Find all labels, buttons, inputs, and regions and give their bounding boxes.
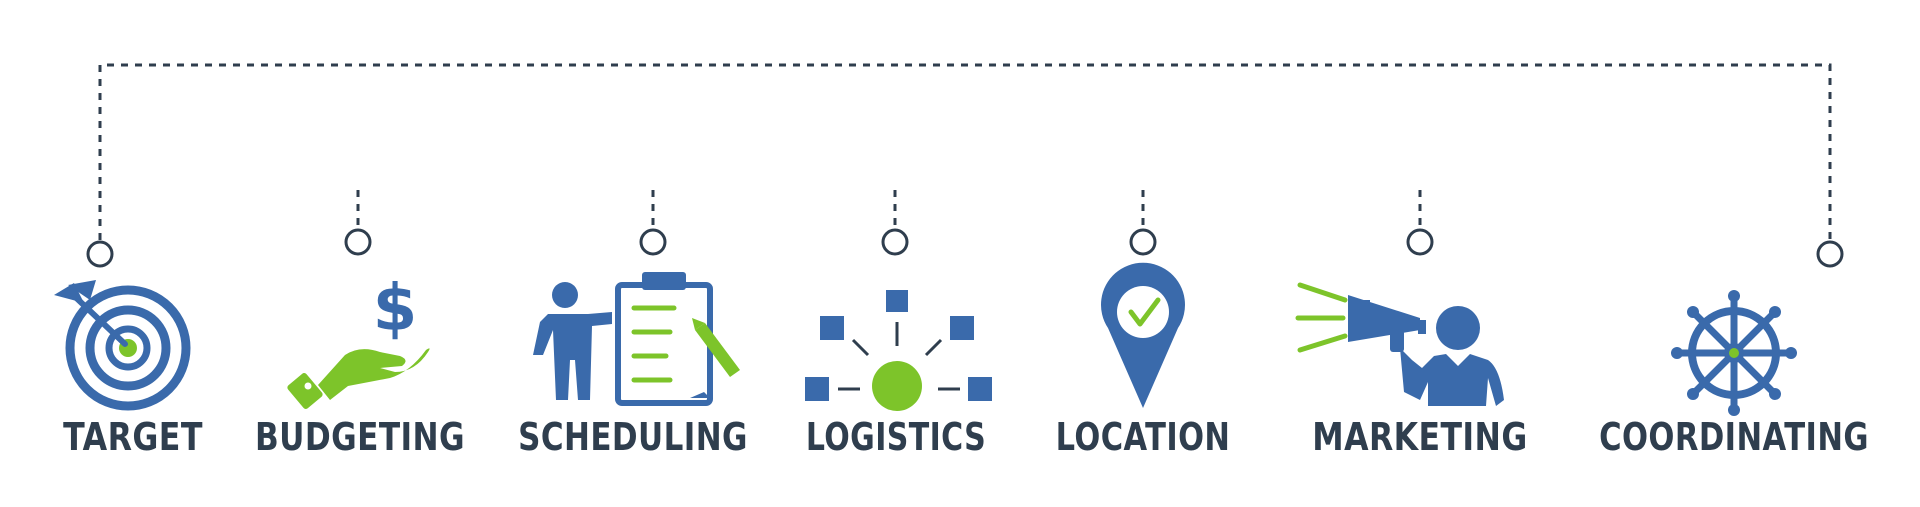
step-label-logistics: LOGISTICS: [805, 415, 987, 459]
ship-wheel-icon: [1671, 290, 1797, 416]
svg-text:$: $: [373, 272, 418, 346]
connector-circle: [1816, 240, 1844, 268]
step-label-location: LOCATION: [1055, 415, 1231, 459]
connector-circle: [1406, 228, 1434, 256]
step-label-scheduling: SCHEDULING: [518, 415, 748, 459]
step-label-target: TARGET: [63, 415, 203, 459]
step-label-marketing: MARKETING: [1312, 415, 1528, 459]
connector-circle: [86, 240, 114, 268]
connector-circle: [344, 228, 372, 256]
connector-circle: [1129, 228, 1157, 256]
dashed-connectors: [356, 190, 1422, 228]
map-pin-check-icon: [1101, 262, 1185, 408]
step-label-budgeting: BUDGETING: [254, 415, 466, 459]
network-nodes-icon: [805, 290, 992, 411]
step-label-coordinating: COORDINATING: [1599, 415, 1869, 459]
person-megaphone-icon: [1295, 282, 1504, 406]
connector-circle: [881, 228, 909, 256]
bracket-connector: [98, 63, 1832, 240]
person-clipboard-icon: [533, 272, 740, 406]
hand-dollar-icon: $: [287, 272, 430, 409]
connector-circles: [86, 228, 1844, 268]
connector-circle: [639, 228, 667, 256]
target-arrow-icon: [54, 280, 191, 411]
